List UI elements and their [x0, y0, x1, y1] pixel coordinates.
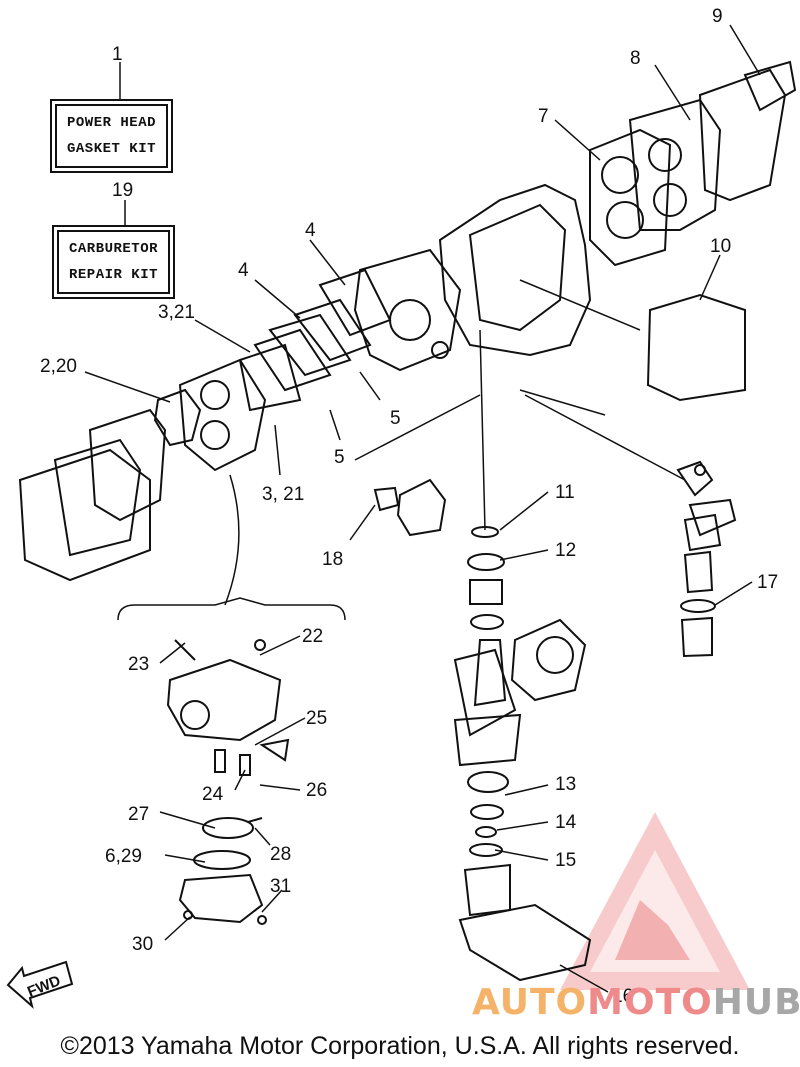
fwd-arrow-icon [6, 960, 74, 1009]
cylinder-head-assembly [589, 60, 797, 267]
callout-19: 19 [112, 180, 133, 201]
kit-line-1: CARBURETOR [69, 241, 159, 257]
reed-valve-assembly [238, 268, 392, 412]
callout-23: 23 [128, 654, 149, 675]
watermark-logo-icon [560, 812, 750, 990]
thermostat-cover [373, 478, 447, 537]
callout-5b: 5 [334, 447, 345, 468]
callout-13: 13 [555, 774, 576, 795]
callout-3-21b: 3, 21 [262, 484, 304, 505]
callout-7: 7 [538, 106, 549, 127]
callout-1: 1 [112, 44, 123, 65]
callout-8: 8 [630, 48, 641, 69]
intake-manifold [153, 358, 267, 472]
callout-24: 24 [202, 784, 224, 805]
callout-11: 11 [555, 482, 575, 503]
power-head-gasket-kit-box: POWER HEAD GASKET KIT [55, 104, 169, 168]
kit-line-1: POWER HEAD [67, 115, 157, 131]
callout-22: 22 [302, 626, 323, 647]
callout-26: 26 [306, 780, 327, 801]
callout-4a: 4 [305, 220, 316, 241]
callout-9: 9 [712, 6, 723, 27]
callout-12: 12 [555, 540, 576, 561]
callout-25: 25 [306, 708, 327, 729]
callout-17: 17 [757, 572, 778, 593]
callout-14: 14 [555, 812, 577, 833]
copyright-notice: ©2013 Yamaha Motor Corporation, U.S.A. A… [60, 1032, 740, 1060]
kit-line-2: REPAIR KIT [69, 267, 159, 283]
callout-28: 28 [270, 844, 291, 865]
callout-16: 16 [612, 986, 633, 1007]
carburetor-repair-kit-box: CARBURETOR REPAIR KIT [57, 230, 171, 294]
kit-line-2: GASKET KIT [67, 141, 157, 157]
callout-labels: 1 19 9 8 7 10 4 4 3,21 2,20 5 5 3, 21 18… [40, 6, 778, 1007]
callout-2-20: 2,20 [40, 356, 77, 377]
crankshaft-assembly [453, 526, 592, 982]
leader-lines [84, 24, 761, 993]
watermark-moto: MOTO [587, 982, 713, 1023]
watermark-text: AUTOMOTOHUB [472, 982, 800, 1023]
callout-5a: 5 [390, 408, 401, 429]
callout-4b: 4 [238, 260, 249, 281]
callout-3-21a: 3,21 [158, 302, 195, 323]
callout-30: 30 [132, 934, 153, 955]
watermark-hub: HUB [712, 982, 800, 1023]
callout-31: 31 [270, 876, 291, 897]
callout-27: 27 [128, 804, 149, 825]
watermark-auto: AUTO [472, 982, 588, 1023]
exhaust-cover-gasket [646, 293, 746, 402]
crankcase-block [353, 183, 592, 372]
callout-10: 10 [710, 236, 731, 257]
float-chamber-parts [178, 817, 267, 925]
silencer-cover [18, 408, 167, 582]
callout-6-29: 6,29 [105, 846, 142, 867]
carburetor [166, 639, 290, 776]
callout-15: 15 [555, 850, 576, 871]
fuel-pump-assembly [676, 460, 737, 658]
callout-18: 18 [322, 549, 343, 570]
